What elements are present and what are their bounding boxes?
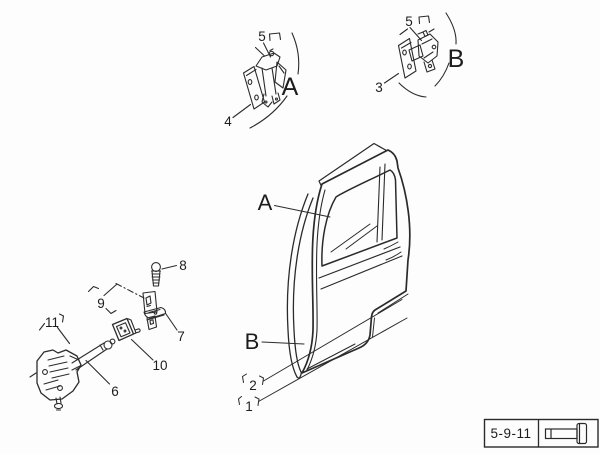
detail-a-arc [249,95,288,129]
door-panel [301,149,411,374]
stopper-pin-shank [150,270,162,287]
hinge-detail-b-drawing [383,12,457,98]
callout-2-sill-strip[interactable]: 2 [249,378,257,393]
check-bracket-face [142,290,158,315]
callout-11-check-group[interactable]: 11 [45,315,59,330]
check-arm-tip [103,340,113,350]
door-handle-marks [383,241,402,261]
detail-b-arc [398,82,427,98]
leader-line [56,326,71,345]
callout-6-check-arm[interactable]: 6 [111,384,119,399]
callout-3-hinge-plate[interactable]: 3 [375,80,383,95]
stopper-pin-head [151,262,161,272]
leader-line [161,264,178,270]
leader-line [274,205,331,218]
leader-line [232,103,252,119]
detail-a-arc [291,32,300,75]
door-check-arm [71,342,108,371]
vent-divider [376,163,386,243]
detail-b-arc [434,62,450,87]
legend-box [483,418,599,448]
hex-bolt-icon [544,422,588,445]
hinge-a-body [255,52,281,71]
callout-8-pin[interactable]: 8 [179,258,187,273]
bolt-hole [247,79,253,85]
leader-line [85,359,111,385]
callout-bracket [268,32,282,42]
hinge-detail-a-drawing [232,32,300,129]
callout-bracket [38,313,65,331]
stopper-stud [134,328,141,334]
leader-line [254,42,272,58]
hinge-b-body [417,33,439,64]
leader-line [399,26,423,42]
leader-line [130,338,154,361]
check-bracket-tab [146,315,158,331]
callout-bracket [237,396,260,406]
body-crease [320,255,403,290]
hinge-b-pin [422,29,429,38]
callout-bracket [87,285,117,315]
detail-b-arc [445,12,457,45]
callout-1-sill-strip[interactable]: 1 [245,399,253,414]
callout-7-bracket[interactable]: 7 [177,329,185,344]
rubber-stopper [111,317,135,342]
check-spring-coils [47,355,70,379]
callout-10-stopper[interactable]: 10 [152,358,167,373]
door-strip-a-label: A [258,190,273,215]
door-check-body [36,349,82,401]
door-bottom-inner-line [306,343,356,370]
callout-bracket [241,373,265,385]
legend-section-code: 5-9-11 [490,426,531,441]
belt-line [318,246,401,279]
callout-5-upper-hinge-pin[interactable]: 5 [258,29,266,44]
leader-line [165,313,178,331]
front-weatherstrip-inner [292,197,314,373]
callout-9-bracket-group[interactable]: 9 [97,296,105,311]
hinge-a-mount-plate [242,65,266,110]
door-assembly-drawing [286,142,411,379]
door-inner-edge [306,189,326,371]
bolt-hole [407,63,412,70]
leader-line [103,283,118,297]
leader-line [261,341,305,345]
dash-dot-centerline [115,282,145,299]
bolt-hole [254,94,259,101]
door-strip-b-label: B [245,329,260,354]
callout-5-lower-hinge-pin[interactable]: 5 [405,14,413,29]
detail-b-letter: B [448,45,465,73]
bolt-hole [402,49,407,56]
leader-line [263,299,403,382]
callout-bracket [418,15,431,25]
window-opening [321,169,398,267]
leader-line [383,72,400,84]
detail-a-letter: A [282,73,299,101]
door-bottom-step [372,293,409,338]
door-callout-lines [237,205,408,406]
door-check-assembly-drawing [29,262,178,411]
glass-reflection-lines [330,223,378,253]
hinge-b-mount-plate [397,37,417,79]
leader-line [258,317,408,402]
check-bracket-flange [143,306,167,320]
weatherstrip-end-cap [296,371,303,379]
callout-4-hinge-plate[interactable]: 4 [224,114,232,129]
